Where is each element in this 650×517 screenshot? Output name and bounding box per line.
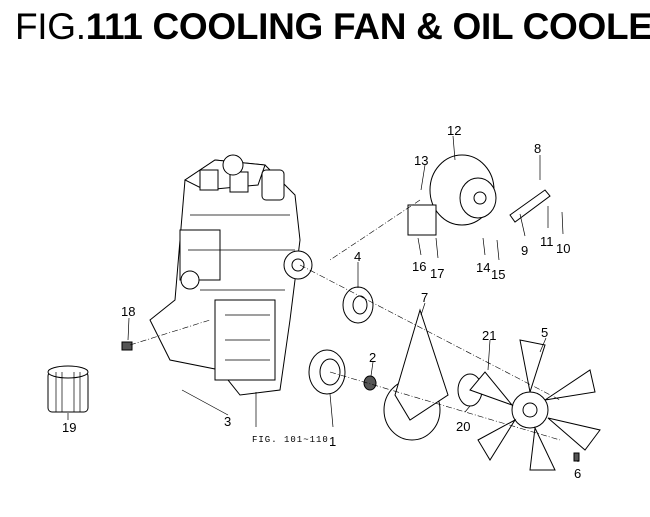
callout-16: 16 (412, 259, 426, 274)
callout-20: 20 (456, 419, 470, 434)
callout-1: 1 (329, 434, 336, 449)
callout-numbers: 1 2 3 4 5 6 7 8 9 10 11 12 13 14 15 16 1… (62, 123, 581, 481)
callout-8: 8 (534, 141, 541, 156)
fan-pulley (308, 349, 346, 395)
callout-15: 15 (491, 267, 505, 282)
callout-18: 18 (121, 304, 135, 319)
callout-4: 4 (354, 249, 361, 264)
figure-name: 111 COOLING FAN & OIL COOLER (85, 6, 650, 47)
callout-12: 12 (447, 123, 461, 138)
water-pump-pulley (342, 286, 374, 324)
callout-21: 21 (482, 328, 496, 343)
callout-14: 14 (476, 260, 490, 275)
nut (363, 375, 377, 391)
engine-block (149, 154, 313, 396)
callout-9: 9 (521, 243, 528, 258)
oil-cooler-fitting (121, 341, 133, 351)
callout-17: 17 (430, 266, 444, 281)
oil-filter (47, 365, 89, 413)
callout-6: 6 (574, 466, 581, 481)
figure-title: FIG.111 COOLING FAN & OIL COOLER (15, 6, 650, 48)
alternator (407, 154, 551, 236)
v-belt (394, 308, 449, 421)
callout-11: 11 (540, 234, 554, 249)
callout-3: 3 (224, 414, 231, 429)
leader-lines (67, 135, 579, 462)
figure-prefix: FIG. (15, 6, 86, 47)
bolt (573, 452, 580, 462)
callout-10: 10 (556, 241, 570, 256)
callout-2: 2 (369, 350, 376, 365)
callout-7: 7 (421, 290, 428, 305)
callout-5: 5 (541, 325, 548, 340)
callout-19: 19 (62, 420, 76, 435)
cooling-fan (469, 339, 601, 471)
figure-reference: FIG. 101~110 (252, 435, 329, 445)
callout-13: 13 (414, 153, 428, 168)
